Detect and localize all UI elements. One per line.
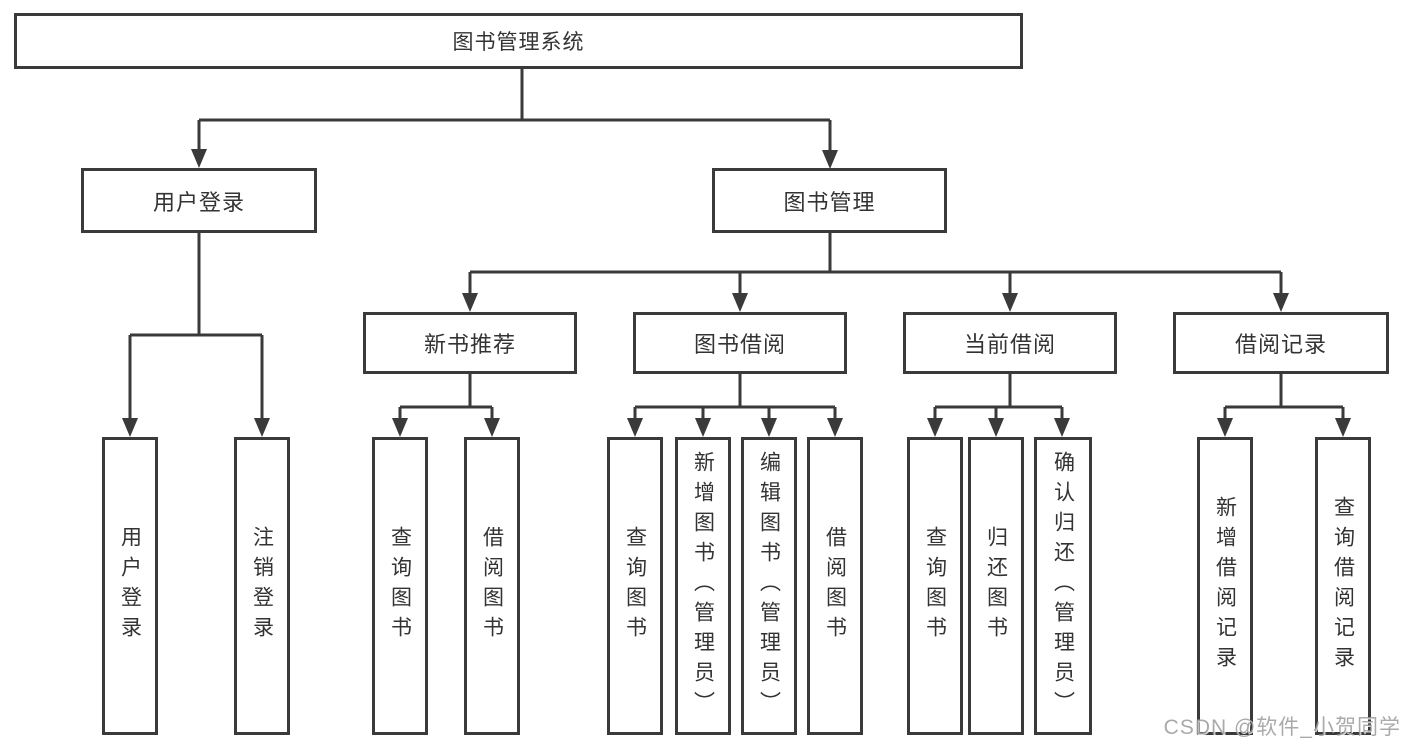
node-label: 查询图书: [923, 526, 947, 646]
node-label: 查询图书: [388, 526, 412, 646]
node-label: 图书管理系统: [452, 31, 585, 54]
leaf-add-borrow-record: 新增借阅记录: [1197, 437, 1253, 735]
leaf-query-books-current: 查询图书: [907, 437, 963, 735]
node-label: 查询图书: [623, 526, 647, 646]
leaf-borrow-books-recommend: 借阅图书: [464, 437, 520, 735]
node-label: 查询借阅记录: [1331, 496, 1355, 676]
leaf-logout: 注销登录: [234, 437, 290, 735]
leaf-query-books-recommend: 查询图书: [372, 437, 428, 735]
leaf-query-borrow-record: 查询借阅记录: [1315, 437, 1371, 735]
node-label: 用户登录: [152, 189, 245, 215]
leaf-edit-books-admin: 编辑图书（管理员）: [741, 437, 797, 735]
node-new-book-recommend: 新书推荐: [363, 312, 577, 374]
leaf-query-books-borrowing: 查询图书: [607, 437, 663, 735]
leaf-borrow-books-borrowing: 借阅图书: [807, 437, 863, 735]
leaf-user-login: 用户登录: [102, 437, 158, 735]
node-label: 新增图书（管理员）: [691, 451, 715, 721]
node-label: 图书借阅: [693, 332, 786, 357]
watermark: CSDN @软件_小贺同学: [1163, 716, 1401, 739]
node-label: 新增借阅记录: [1213, 496, 1237, 676]
node-book-borrowing: 图书借阅: [633, 312, 847, 374]
node-borrow-records: 借阅记录: [1173, 312, 1389, 374]
node-label: 图书管理: [783, 189, 876, 215]
node-label: 归还图书: [984, 526, 1008, 646]
leaf-add-books-admin: 新增图书（管理员）: [675, 437, 731, 735]
node-label: 确认归还（管理员）: [1051, 451, 1075, 721]
arrowhead-icons: [122, 149, 1351, 437]
node-label: 当前借阅: [963, 332, 1056, 357]
node-system-root: 图书管理系统: [14, 13, 1023, 69]
node-current-borrowing: 当前借阅: [903, 312, 1117, 374]
node-book-management: 图书管理: [712, 168, 947, 233]
node-user-login: 用户登录: [81, 168, 317, 233]
node-label: 编辑图书（管理员）: [757, 451, 781, 721]
node-label: 借阅图书: [480, 526, 504, 646]
leaf-return-books: 归还图书: [968, 437, 1024, 735]
node-label: 借阅记录: [1234, 332, 1327, 357]
leaf-confirm-return-admin: 确认归还（管理员）: [1034, 437, 1092, 735]
node-label: 注销登录: [250, 526, 274, 646]
node-label: 用户登录: [118, 526, 142, 646]
node-label: 借阅图书: [823, 526, 847, 646]
node-label: 新书推荐: [423, 332, 516, 357]
